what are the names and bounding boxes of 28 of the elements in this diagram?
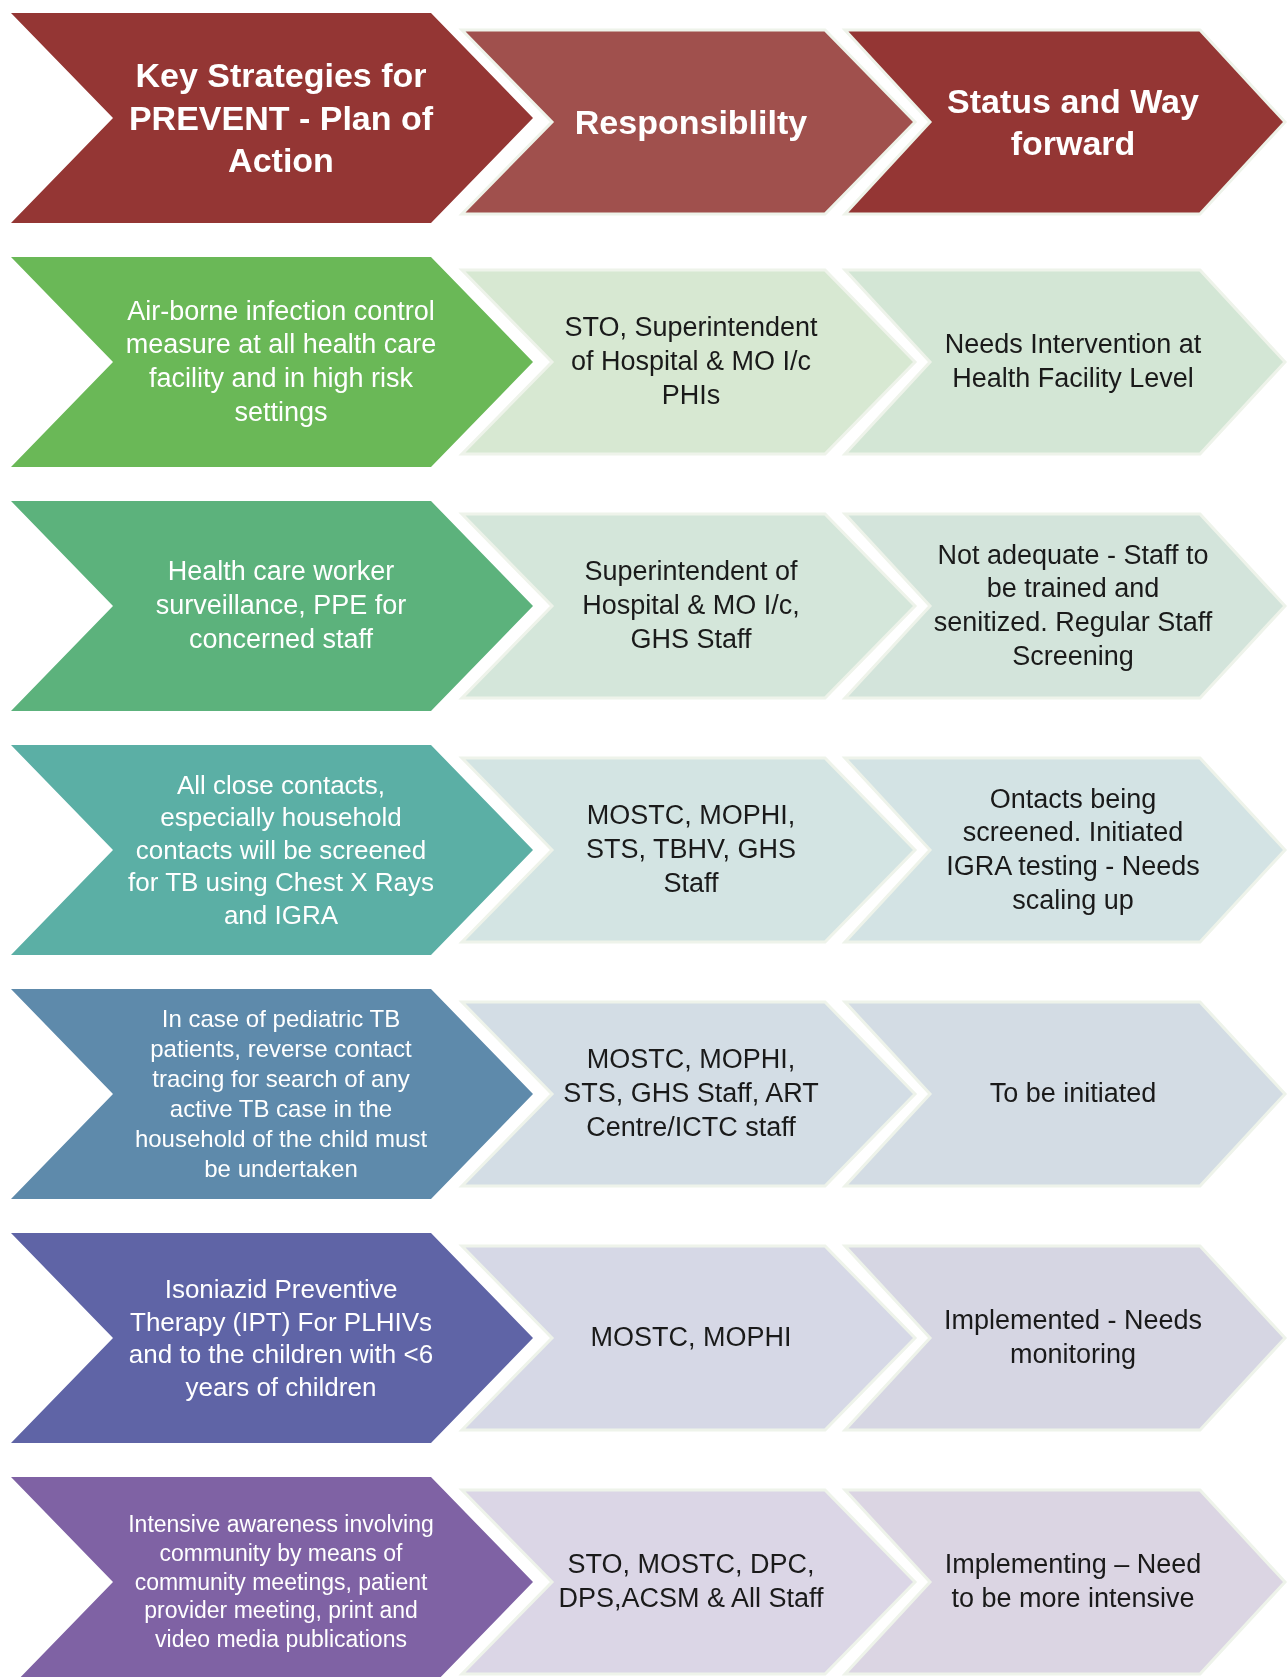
chevron-text: Ontacts being screened. Initiated IGRA testing - Needs scaling up: [945, 782, 1201, 917]
notched-panel: [845, 758, 1285, 942]
notched-panel: [845, 514, 1285, 698]
chevron-text: Isoniazid Preventive Therapy (IPT) For PLHIVs and to the children with <6 years of children: [127, 1273, 435, 1403]
chevron-text: Implemented - Needs monitoring: [942, 1304, 1204, 1371]
chevron-text: Implementing – Need to be more intensive: [943, 1548, 1203, 1615]
notched-panel: [845, 270, 1285, 454]
chevron-text: In case of pediatric TB patients, reverse contact tracing for search of any active TB case in the household of the child must be undertaken: [133, 1004, 429, 1184]
column-heading: Status and Way forward: [946, 80, 1200, 164]
notched-panel: [11, 989, 533, 1199]
chevron-text: Needs Intervention at Health Facility Level: [943, 328, 1203, 395]
notched-panel: [845, 1002, 1285, 1186]
chevron-text: All close contacts, especially household contacts will be screened for TB using Chest X Rays and IGRA: [127, 768, 435, 932]
notched-panel: [11, 745, 533, 955]
notched-panel: [845, 1246, 1285, 1430]
notched-panel: [11, 13, 533, 223]
chevron-text: Health care worker surveillance, PPE for concerned staff: [154, 555, 408, 656]
chevron-text: To be initiated: [989, 1077, 1157, 1111]
column-heading: Key Strategies for PREVENT - Plan of Action: [127, 55, 435, 182]
notched-panel: [11, 1477, 533, 1677]
notched-panel: [11, 257, 533, 467]
chevron-text: Not adequate - Staff to be trained and senitized. Regular Staff Screening: [932, 538, 1214, 673]
notched-panel: [11, 1233, 533, 1443]
notched-panel: [845, 30, 1285, 214]
notched-panel: [845, 1490, 1285, 1674]
chevron-text: Air-borne infection control measure at all health care facility and in high risk settings: [124, 294, 438, 429]
chevron-text: Intensive awareness involving community by means of community meetings, patient provider meeting, print and video media publications: [127, 1510, 435, 1654]
notched-panel: [11, 501, 533, 711]
